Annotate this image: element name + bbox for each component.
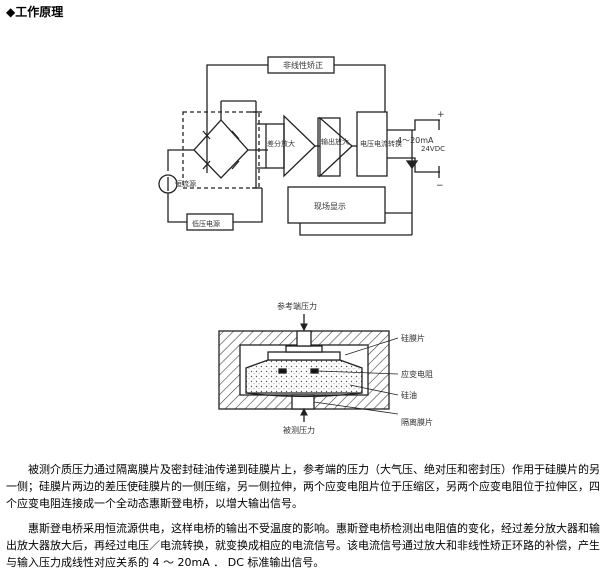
diamond-bullet-icon: ◆ xyxy=(6,5,16,19)
circuit-labels: 非线性矫正 差分放大 输出放大 电压电流转换 4～20mA 24VDC 现场显示… xyxy=(175,60,445,228)
output-amp-label: 输出放大 xyxy=(321,137,349,146)
current-output-label: 4～20mA xyxy=(397,136,434,145)
section-title-text: 工作原理 xyxy=(15,5,64,19)
isolation-diaphragm xyxy=(245,392,363,398)
field-display-box xyxy=(287,186,386,224)
body-paragraph-1: 被测介质压力通过隔离膜片及密封硅油传递到硅膜片上，参考端的压力（大气压、绝对压和… xyxy=(6,463,600,510)
body-paragraph-2: 惠斯登电桥采用恒流源供电，这样电桥的输出不受温度的影响。惠斯登电桥检测出电阻值的… xyxy=(6,522,600,569)
nonlinear-label: 非线性矫正 xyxy=(283,60,323,70)
silicon-chip-label: 硅膜片 xyxy=(401,333,425,343)
vi-convert-label: 电压电流转换 xyxy=(360,139,402,148)
signal-conditioning-circuit xyxy=(158,56,440,236)
current-source-label: 恒流源 xyxy=(175,179,196,188)
silicone-oil-region xyxy=(245,359,363,394)
pressure-sensor-cross-section xyxy=(218,314,399,422)
isolation-label: 隔离膜片 xyxy=(401,417,433,427)
schematic-diagram: 非线性矫正 差分放大 输出放大 电压电流转换 4～20mA 24VDC 现场显示… xyxy=(158,56,445,435)
silicone-oil-label: 硅油 xyxy=(401,390,417,400)
sensor-labels: 参考端压力 被测压力 硅膜片 应变电阻 硅油 隔离膜片 xyxy=(277,301,433,435)
strain-resistor-label: 应变电阻 xyxy=(401,369,433,379)
differential-amplifier xyxy=(283,114,316,178)
constant-voltage-label: 低压电源 xyxy=(192,219,220,228)
strain-resistor-left xyxy=(278,368,287,374)
wheatstone-bridge xyxy=(193,119,249,179)
silicon-diaphragm xyxy=(267,351,341,361)
voltage-current-converter xyxy=(356,111,388,177)
field-display-label: 现场显示 xyxy=(314,202,346,211)
output-amplifier xyxy=(319,116,353,178)
section-title: ◆工作原理 xyxy=(6,3,63,20)
ref-pressure-label: 参考端压力 xyxy=(277,301,317,311)
diff-amp-label: 差分放大 xyxy=(267,139,295,148)
nonlinear-correction-box xyxy=(267,56,335,74)
supply-voltage-label: 24VDC xyxy=(421,145,445,153)
measured-pressure-label: 被测压力 xyxy=(283,425,315,435)
minus-terminal-icon: − xyxy=(436,181,444,191)
strain-resistor-right xyxy=(310,368,319,374)
plus-terminal-icon: + xyxy=(437,110,445,120)
